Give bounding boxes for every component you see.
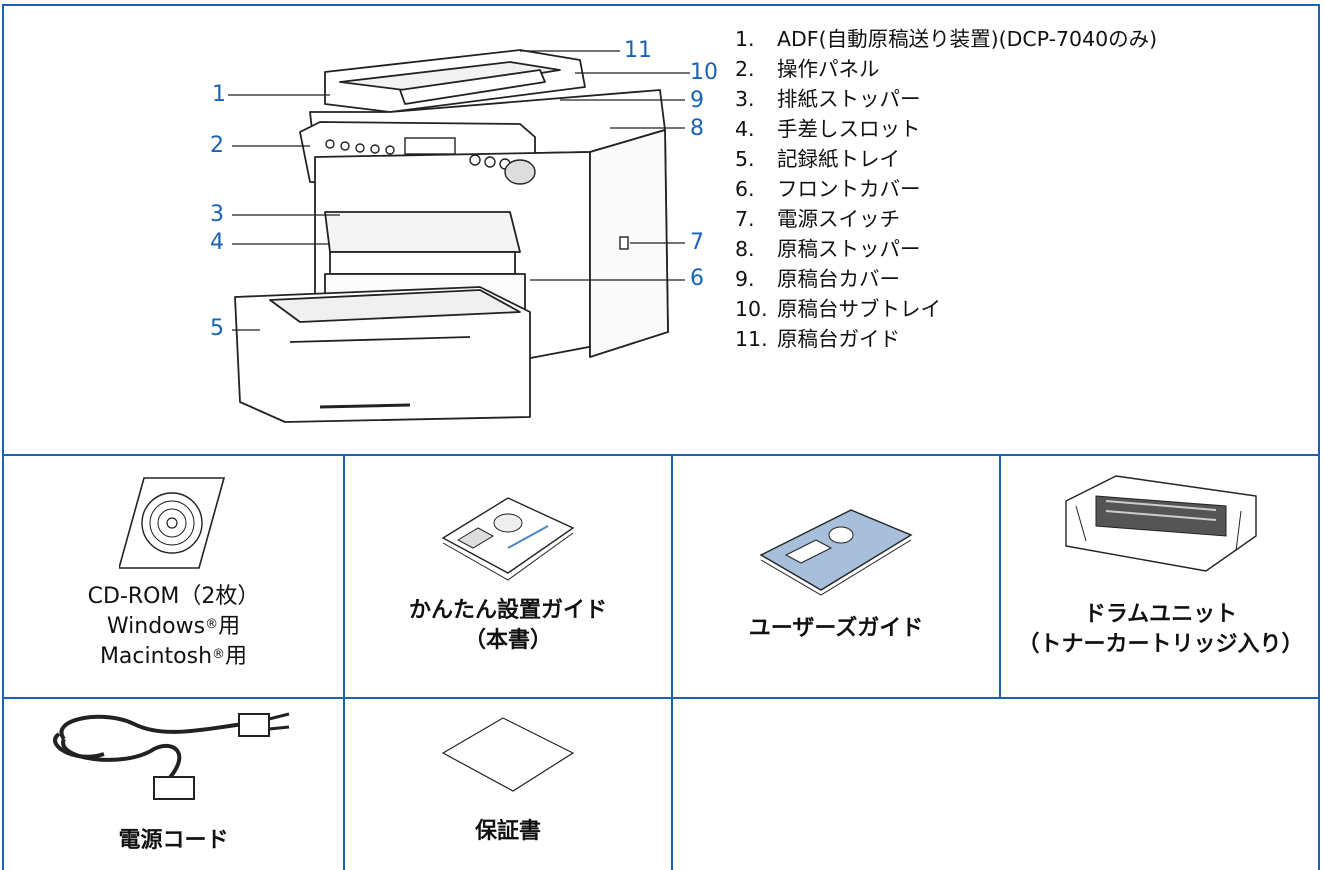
callout-8: 8 xyxy=(690,116,704,141)
callout-7: 7 xyxy=(690,230,704,255)
parts-list: 1.ADF(自動原稿送り装置)(DCP-7040のみ) 2.操作パネル 3.排紙… xyxy=(735,24,1157,354)
parts-list-item: 3.排紙ストッパー xyxy=(735,87,921,111)
cd-rom-windows-label: Windows®用 xyxy=(106,614,241,639)
cd-rom-icon xyxy=(117,477,225,569)
users-guide-label: ユーザーズガイド xyxy=(748,616,924,641)
drum-unit-sublabel: （トナーカートリッジ入り） xyxy=(1017,632,1304,657)
quick-setup-guide-sublabel: （本書） xyxy=(463,628,552,653)
divider-middle xyxy=(2,697,1320,699)
booklet-icon xyxy=(441,497,575,581)
callout-3: 3 xyxy=(210,202,224,227)
cd-rom-label: CD-ROM（2枚） xyxy=(87,584,260,609)
power-cord-label: 電源コード xyxy=(118,828,229,853)
cell-power-cord: 電源コード xyxy=(4,699,343,870)
callout-10: 10 xyxy=(690,60,718,85)
callout-2: 2 xyxy=(210,133,224,158)
parts-list-item: 5.記録紙トレイ xyxy=(735,147,900,171)
cell-warranty: 保証書 xyxy=(345,699,671,870)
parts-list-item: 4.手差しスロット xyxy=(735,117,921,141)
cell-users-guide: ユーザーズガイド xyxy=(673,460,999,697)
parts-list-item: 1.ADF(自動原稿送り装置)(DCP-7040のみ) xyxy=(735,27,1158,51)
power-cord-icon xyxy=(52,712,289,800)
warranty-label: 保証書 xyxy=(474,819,541,844)
parts-list-item: 2.操作パネル xyxy=(735,57,880,81)
drum-unit-icon xyxy=(1064,475,1257,572)
contents-table-frame xyxy=(2,4,1320,870)
cell-cd-rom: CD-ROM（2枚） Windows®用 Macintosh®用 xyxy=(4,460,343,697)
callout-leaders xyxy=(228,50,690,331)
parts-list-item: 9.原稿台カバー xyxy=(735,267,900,291)
parts-list-item: 6.フロントカバー xyxy=(735,177,921,201)
cell-drum-unit: ドラムユニット （トナーカートリッジ入り） xyxy=(1001,460,1320,697)
quick-setup-guide-label: かんたん設置ガイド xyxy=(408,598,607,623)
cd-rom-mac-label: Macintosh®用 xyxy=(99,644,248,669)
divider-top xyxy=(2,454,1320,456)
divider-col1 xyxy=(343,455,345,870)
parts-list-item: 10.原稿台サブトレイ xyxy=(735,297,941,321)
cell-quick-setup-guide: かんたん設置ガイド （本書） xyxy=(345,460,671,697)
callout-11: 11 xyxy=(624,38,652,63)
callout-5: 5 xyxy=(210,316,224,341)
drum-unit-label: ドラムユニット xyxy=(1083,602,1238,627)
parts-list-item: 11.原稿台ガイド xyxy=(735,327,900,351)
users-guide-icon xyxy=(759,509,913,596)
parts-list-item: 7.電源スイッチ xyxy=(735,207,900,231)
divider-col3 xyxy=(999,455,1001,698)
callout-6: 6 xyxy=(690,266,704,291)
parts-list-item: 8.原稿ストッパー xyxy=(735,237,921,261)
printer-illustration xyxy=(234,49,669,423)
warranty-card-icon xyxy=(441,717,575,792)
callout-1: 1 xyxy=(212,82,226,107)
divider-col2 xyxy=(671,455,673,870)
callout-9: 9 xyxy=(690,88,704,113)
callout-4: 4 xyxy=(210,230,224,255)
